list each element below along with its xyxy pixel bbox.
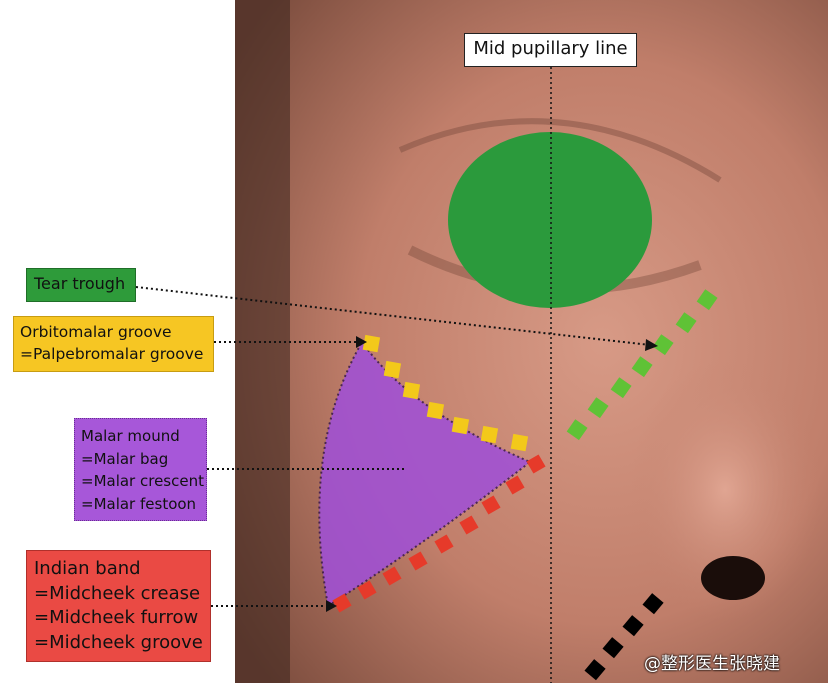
watermark: @整形医生张晓建 bbox=[644, 654, 780, 674]
indian-line-1: Indian band bbox=[34, 558, 141, 579]
upper-eyelid-crease bbox=[398, 118, 722, 183]
malar-line-4: =Malar festoon bbox=[81, 494, 197, 513]
tear-trough-leader bbox=[135, 286, 651, 346]
malar-mound-label: Malar mound =Malar bag =Malar crescent =… bbox=[74, 418, 207, 521]
tear-trough-label-text: Tear trough bbox=[34, 274, 126, 293]
tear-trough-label: Tear trough bbox=[26, 268, 136, 302]
indian-line-4: =Midcheek groove bbox=[34, 631, 203, 653]
malar-line-3: =Malar crescent bbox=[81, 472, 204, 490]
malar-line-2: =Malar bag bbox=[81, 449, 169, 468]
indian-band-label: Indian band =Midcheek crease =Midcheek f… bbox=[26, 550, 211, 662]
orbitomalar-line-2: =Palpebromalar groove bbox=[20, 345, 204, 363]
nose-highlight bbox=[630, 360, 820, 620]
indian-line-2: =Midcheek crease bbox=[34, 582, 201, 604]
orbitomalar-groove-dots bbox=[362, 334, 529, 452]
nostril bbox=[701, 556, 765, 600]
tear-trough-dots bbox=[566, 289, 718, 441]
orbitomalar-line-1: Orbitomalar groove bbox=[20, 323, 172, 341]
tear-trough-arrowhead bbox=[645, 339, 658, 351]
indian-line-3: =Midcheek furrow bbox=[34, 607, 199, 628]
mid-pupillary-line-label: Mid pupillary line bbox=[464, 33, 637, 67]
nasolabial-dots bbox=[584, 593, 664, 681]
mid-pupillary-line-text: Mid pupillary line bbox=[473, 38, 628, 59]
indian-band-arrowhead bbox=[326, 600, 337, 612]
indian-band-dots bbox=[332, 454, 546, 613]
orbitomalar-arrowhead bbox=[356, 336, 367, 348]
malar-line-1: Malar mound bbox=[81, 427, 180, 445]
malar-mound-region bbox=[318, 340, 532, 608]
orbitomalar-groove-label: Orbitomalar groove =Palpebromalar groove bbox=[13, 316, 214, 372]
eye-cover-circle bbox=[448, 132, 652, 308]
hair-shadow bbox=[235, 0, 290, 683]
